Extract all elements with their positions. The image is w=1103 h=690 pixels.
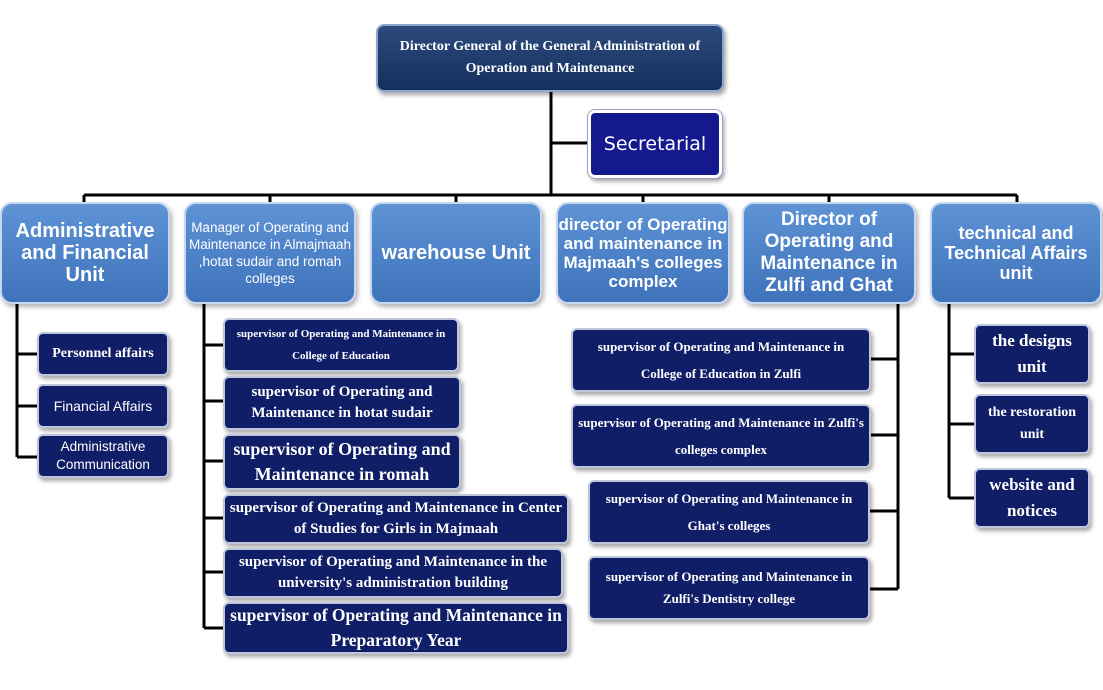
sub-restoration-unit: the restoration unit <box>974 394 1090 454</box>
unit-warehouse: warehouse Unit <box>370 202 542 304</box>
unit-label: warehouse Unit <box>381 242 531 264</box>
unit-technical-affairs: technical and Technical Affairs unit <box>930 202 1102 304</box>
unit-label: Administrative and Financial Unit <box>15 220 155 286</box>
sub-financial-affairs: Financial Affairs <box>37 384 169 428</box>
unit-administrative-financial: Administrative and Financial Unit <box>0 202 170 304</box>
unit-label: Director of Operating and Maintenance in… <box>760 209 898 296</box>
sub-college-education: supervisor of Operating and Maintenance … <box>223 318 459 372</box>
unit-manager-almajmaah: Manager of Operating and Maintenance in … <box>184 202 356 304</box>
sub-designs-unit: the designs unit <box>974 324 1090 384</box>
director-general-box: Director General of the General Administ… <box>376 24 724 92</box>
unit-majmaah-complex: director of Operating and maintenance in… <box>556 202 730 304</box>
sub-zulfi-complex: supervisor of Operating and Maintenance … <box>571 404 871 468</box>
director-general-label: Director General of the General Administ… <box>399 39 701 76</box>
sub-ghat-colleges: supervisor of Operating and Maintenance … <box>588 480 870 544</box>
sub-center-studies-girls: supervisor of Operating and Maintenance … <box>223 494 569 544</box>
sub-dentistry-college: supervisor of Operating and Maintenance … <box>588 556 870 620</box>
secretarial-box: Secretarial <box>587 109 723 179</box>
unit-zulfi-ghat: Director of Operating and Maintenance in… <box>742 202 916 304</box>
sub-administrative-communication: Administrative Communication <box>37 434 169 478</box>
sub-education-zulfi: supervisor of Operating and Maintenance … <box>571 328 871 392</box>
secretarial-label: Secretarial <box>603 133 707 155</box>
sub-hotat-sudair: supervisor of Operating and Maintenance … <box>223 376 461 430</box>
sub-website-notices: website and notices <box>974 468 1090 528</box>
unit-label: Manager of Operating and Maintenance in … <box>188 220 352 286</box>
unit-label: technical and Technical Affairs unit <box>944 223 1088 283</box>
sub-romah: supervisor of Operating and Maintenance … <box>223 434 461 490</box>
sub-preparatory-year: supervisor of Operating and Maintenance … <box>223 602 569 654</box>
sub-personnel-affairs: Personnel affairs <box>37 332 169 376</box>
unit-label: director of Operating and maintenance in… <box>558 215 728 291</box>
sub-administration-building: supervisor of Operating and Maintenance … <box>223 548 563 598</box>
